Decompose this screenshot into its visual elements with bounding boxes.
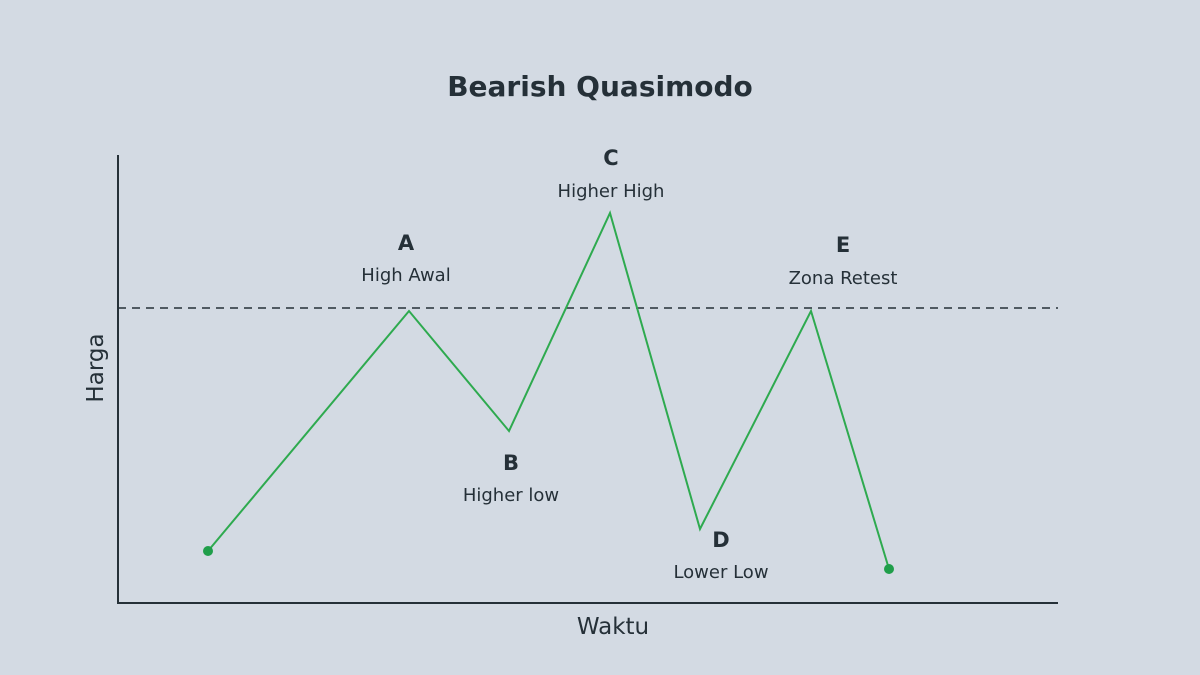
point-c-label: Higher High [558,181,665,202]
point-e-label: Zona Retest [789,268,898,289]
x-axis-label: Waktu [577,614,649,640]
price-path [207,210,890,570]
point-d-letter: D [712,528,729,552]
y-axis-label: Harga [83,333,109,402]
point-a-letter: A [398,231,415,255]
point-e-letter: E [836,233,850,257]
start-marker [203,546,213,556]
point-b-letter: B [503,451,519,475]
point-c-letter: C [603,146,618,170]
diagram-title: Bearish Quasimodo [447,70,753,103]
point-d-label: Lower Low [673,562,768,583]
end-marker [884,564,894,574]
point-a-label: High Awal [361,265,450,286]
point-b-label: Higher low [463,485,559,506]
